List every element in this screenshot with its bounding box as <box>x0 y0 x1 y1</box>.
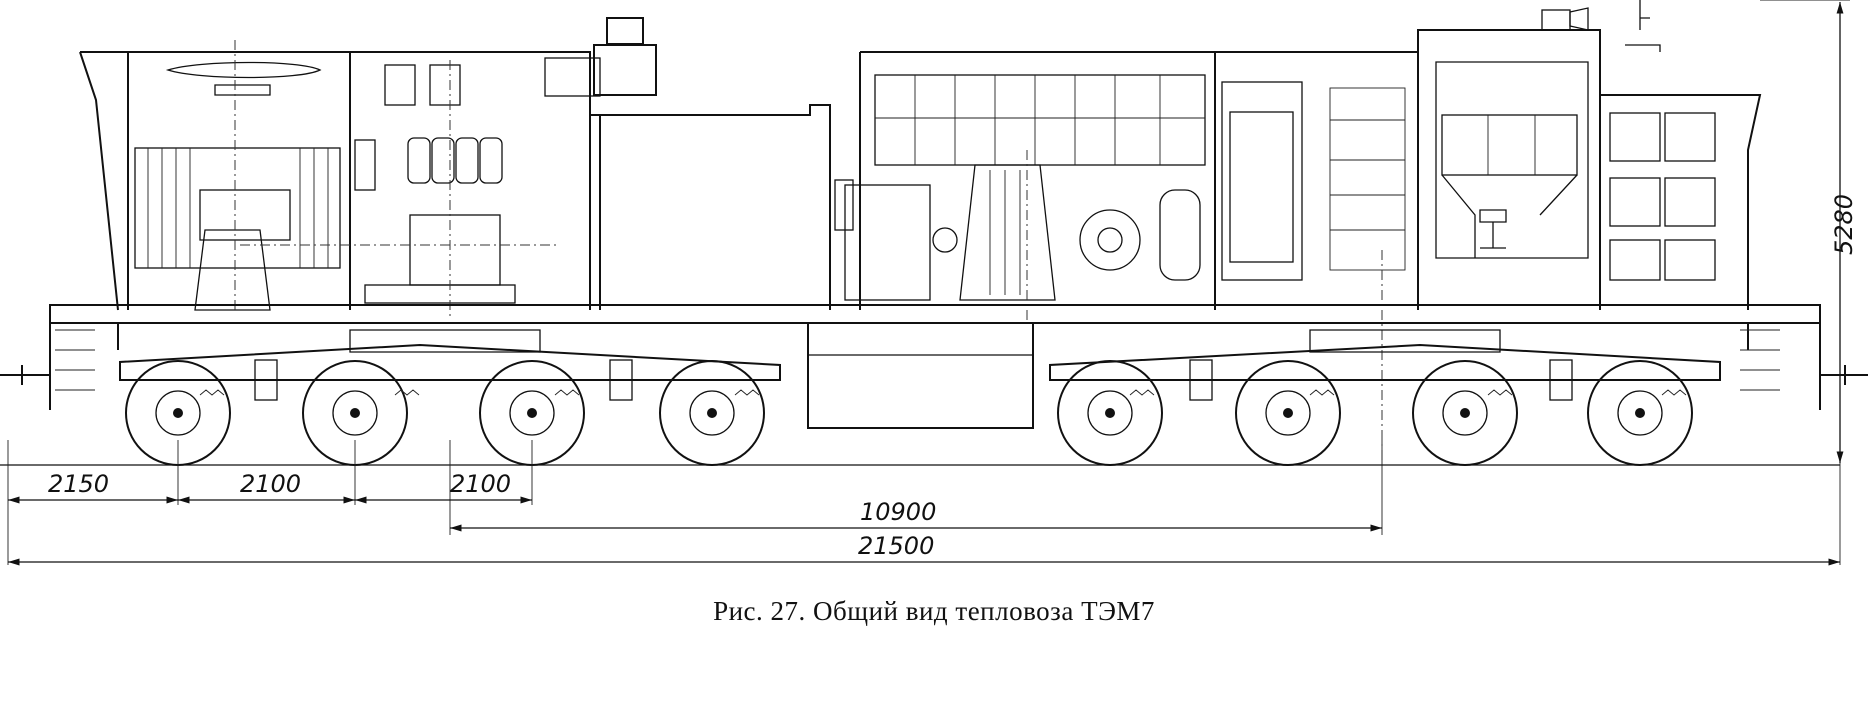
dimension-lines <box>0 0 1850 566</box>
locomotive-body <box>79 0 1762 470</box>
locomotive-drawing: 2150 2100 2100 10900 21500 5280 <box>0 0 1868 566</box>
dim-label-2100-a: 2100 <box>240 470 301 498</box>
dim-label-2150: 2150 <box>48 470 109 498</box>
dim-label-5280: 5280 <box>1830 194 1858 255</box>
figure-caption: Рис. 27. Общий вид тепловоза ТЭМ7 <box>713 596 1155 626</box>
wheel-8 <box>1587 360 1693 466</box>
wheel-4 <box>659 360 765 466</box>
suspension-springs <box>199 389 1687 396</box>
dim-label-2100-b: 2100 <box>450 470 511 498</box>
dim-label-21500: 21500 <box>858 532 934 560</box>
bogie-front <box>119 329 781 401</box>
wheel-6 <box>1235 360 1341 466</box>
dim-label-10900: 10900 <box>860 498 936 526</box>
wheel-7 <box>1412 360 1518 466</box>
underframe <box>0 304 1868 429</box>
bogie-rear <box>1049 329 1721 401</box>
wheel-5 <box>1057 360 1163 466</box>
